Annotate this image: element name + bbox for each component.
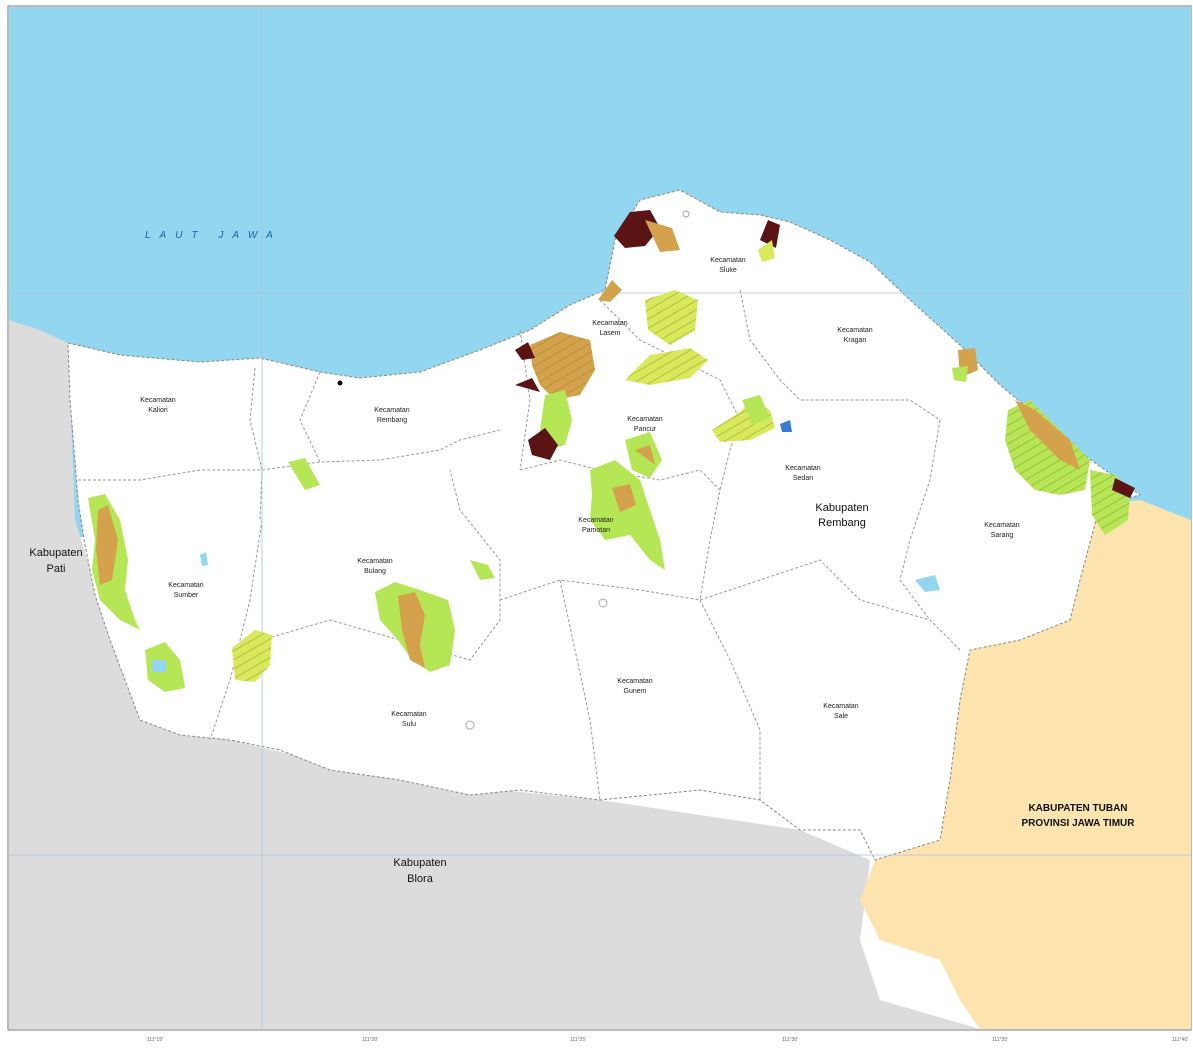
kab-tuban-label-1: KABUPATEN TUBAN bbox=[1028, 803, 1127, 814]
land-cover-patch bbox=[758, 240, 775, 262]
map-labels: LAUT JAWA Kabupaten Pati Kabupaten Blora… bbox=[29, 230, 1135, 885]
kec-kaliori-label-1: Kecamatan bbox=[140, 397, 176, 404]
land-cover-patch bbox=[614, 210, 660, 248]
tuban-land-area bbox=[860, 500, 1191, 1029]
land-cover-patches bbox=[88, 210, 1135, 692]
land-cover-patch bbox=[760, 220, 780, 248]
kab-tuban-label-2: PROVINSI JAWA TIMUR bbox=[1022, 818, 1136, 829]
kec-bulang-label-2: Bulang bbox=[364, 568, 386, 575]
land-cover-patch bbox=[645, 220, 680, 252]
kec-bulang-label-1: Kecamatan bbox=[357, 558, 393, 565]
kec-sedan-label-1: Kecamatan bbox=[785, 465, 821, 472]
kab-rembang-label-1: Kabupaten bbox=[815, 502, 868, 514]
land-cover-patch bbox=[398, 592, 425, 668]
land-cover-patch bbox=[1112, 478, 1135, 498]
bottom-axis-ticks: 111°15' 111°20' 111°25' 111°30' 111°35' … bbox=[147, 1037, 1188, 1043]
kab-blora-label-2: Blora bbox=[407, 873, 434, 885]
land-cover-patch bbox=[625, 348, 708, 385]
land-cover-patch bbox=[590, 460, 665, 570]
kab-pati-label-1: Kabupaten bbox=[29, 547, 82, 559]
kec-sulu-label-2: Sulu bbox=[402, 721, 416, 728]
land-cover-patch bbox=[515, 378, 540, 392]
town-markers bbox=[337, 210, 690, 730]
sea-label: LAUT JAWA bbox=[145, 230, 282, 241]
land-cover-patch bbox=[742, 395, 770, 425]
kec-lasem-label-1: Kecamatan bbox=[592, 320, 628, 327]
kec-sulu-label-1: Kecamatan bbox=[391, 711, 427, 718]
land-cover-patch bbox=[1015, 400, 1080, 470]
kec-kragan-label-2: Kragan bbox=[844, 337, 867, 344]
kec-sluke-label-1: Kecamatan bbox=[710, 257, 746, 264]
land-cover-patch bbox=[232, 630, 272, 682]
kec-lasem-label-2: Lasem bbox=[599, 330, 620, 337]
land-cover-patch bbox=[530, 332, 595, 400]
kec-sarang-label-1: Kecamatan bbox=[984, 522, 1020, 529]
land-cover-patch bbox=[470, 560, 495, 580]
tick-label: 111°25' bbox=[570, 1037, 586, 1043]
tick-label: 111°35' bbox=[992, 1037, 1008, 1043]
kec-sedan-label-2: Sedan bbox=[793, 475, 813, 482]
land-cover-patch bbox=[645, 290, 698, 345]
land-cover-patch bbox=[598, 280, 622, 302]
inland-water bbox=[152, 420, 940, 672]
tick-label: 111°20' bbox=[362, 1037, 378, 1043]
kec-kaliori-label-2: Kaliori bbox=[148, 407, 168, 414]
kec-sumber-label-1: Kecamatan bbox=[168, 582, 204, 589]
graticule bbox=[9, 7, 1191, 1029]
tick-label: 111°30' bbox=[782, 1037, 798, 1043]
kec-sale-label-1: Kecamatan bbox=[823, 703, 859, 710]
kec-sale-label-2: Sale bbox=[834, 713, 848, 720]
kec-sumber-label-2: Sumber bbox=[174, 592, 199, 599]
kab-rembang-label-2: Rembang bbox=[818, 517, 866, 529]
land-cover-patch bbox=[528, 428, 558, 460]
kec-rembang-label-2: Rembang bbox=[377, 417, 407, 424]
land-cover-patch bbox=[612, 484, 636, 512]
kab-blora-label-1: Kabupaten bbox=[393, 857, 446, 869]
district-boundaries bbox=[78, 289, 961, 801]
kec-pancur-label-2: Pancur bbox=[634, 426, 657, 433]
land-cover-patch bbox=[288, 458, 320, 490]
tick-label: 111°15' bbox=[147, 1037, 163, 1043]
kec-sluke-label-2: Sluke bbox=[719, 267, 737, 274]
kec-gunem-label-2: Gunem bbox=[624, 688, 647, 695]
tick-label: 111°40' bbox=[1172, 1037, 1188, 1043]
land-cover-patch bbox=[635, 445, 655, 465]
kec-rembang-label-1: Kecamatan bbox=[374, 407, 410, 414]
kec-pamotan-label-2: Pamotan bbox=[582, 527, 610, 534]
kab-pati-label-2: Pati bbox=[47, 563, 66, 575]
kec-gunem-label-1: Kecamatan bbox=[617, 678, 653, 685]
land-cover-patch bbox=[96, 505, 118, 585]
kec-sarang-label-2: Sarang bbox=[991, 532, 1014, 539]
land-cover-patch bbox=[952, 366, 968, 382]
kec-pancur-label-1: Kecamatan bbox=[627, 416, 663, 423]
neighbor-land-grey bbox=[9, 320, 980, 1029]
kec-kragan-label-1: Kecamatan bbox=[837, 327, 873, 334]
land-cover-patch bbox=[515, 342, 535, 360]
kec-pamotan-label-1: Kecamatan bbox=[578, 517, 614, 524]
